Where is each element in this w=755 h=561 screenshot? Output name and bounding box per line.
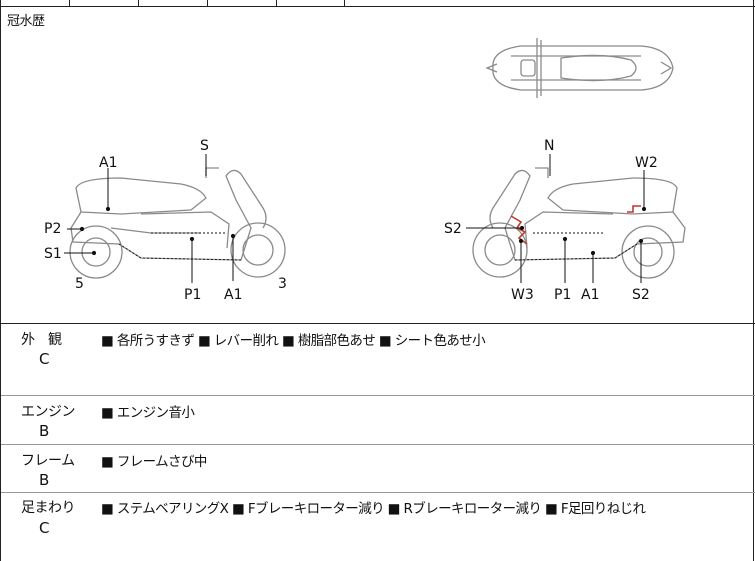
notes-suspension: ■ ステムベアリングX ■ Fブレーキローター減り ■ Rブレーキローター減り … bbox=[101, 501, 646, 517]
label-3: 3 bbox=[278, 276, 287, 292]
grade-appearance: C bbox=[39, 350, 50, 368]
label-s2-left: S2 bbox=[444, 221, 462, 237]
top-cell bbox=[69, 0, 139, 7]
category-engine: エンジン bbox=[21, 404, 76, 420]
label-n: N bbox=[544, 138, 554, 154]
label-p2: P2 bbox=[44, 221, 61, 237]
damage-diagram: S A1 P2 S1 5 P1 A1 3 N W2 S2 W3 P1 A1 S2 bbox=[1, 28, 755, 323]
label-s2-bottom: S2 bbox=[632, 287, 650, 303]
label-a1-left: A1 bbox=[224, 287, 242, 303]
row-divider bbox=[1, 395, 755, 396]
top-cell bbox=[207, 0, 277, 7]
grade-engine: B bbox=[39, 422, 50, 440]
label-p1-left: P1 bbox=[184, 287, 201, 303]
notes-frame: ■ フレームさび中 bbox=[101, 454, 207, 470]
scooter-top-view bbox=[485, 38, 674, 98]
label-p1-right: P1 bbox=[554, 287, 571, 303]
label-w3: W3 bbox=[511, 287, 534, 303]
label-5: 5 bbox=[75, 276, 84, 292]
category-suspension: 足まわり bbox=[21, 500, 76, 516]
category-frame: フレーム bbox=[21, 453, 75, 469]
top-cell bbox=[1, 0, 70, 7]
flood-history-label: 冠水歴 bbox=[7, 14, 45, 29]
diagram-divider bbox=[1, 323, 755, 324]
label-s1: S1 bbox=[44, 246, 62, 262]
label-w2: W2 bbox=[635, 155, 658, 171]
grade-suspension: C bbox=[39, 519, 50, 537]
label-s: S bbox=[200, 138, 209, 154]
top-table-strip bbox=[1, 0, 755, 7]
scooter-left-side bbox=[69, 167, 286, 279]
notes-appearance: ■ 各所うすきず ■ レバー削れ ■ 樹脂部色あせ ■ シート色あせ小 bbox=[101, 333, 486, 349]
row-divider bbox=[1, 444, 755, 445]
top-cell bbox=[276, 0, 345, 7]
row-divider bbox=[1, 492, 755, 493]
top-cell bbox=[138, 0, 208, 7]
notes-engine: ■ エンジン音小 bbox=[101, 405, 195, 421]
category-appearance: 外 観 bbox=[21, 332, 62, 348]
label-a1-right: A1 bbox=[581, 287, 599, 303]
scooter-right-side bbox=[472, 167, 686, 279]
label-a1-top: A1 bbox=[99, 155, 117, 171]
water-damage-marks bbox=[510, 205, 641, 245]
grade-frame: B bbox=[39, 471, 50, 489]
